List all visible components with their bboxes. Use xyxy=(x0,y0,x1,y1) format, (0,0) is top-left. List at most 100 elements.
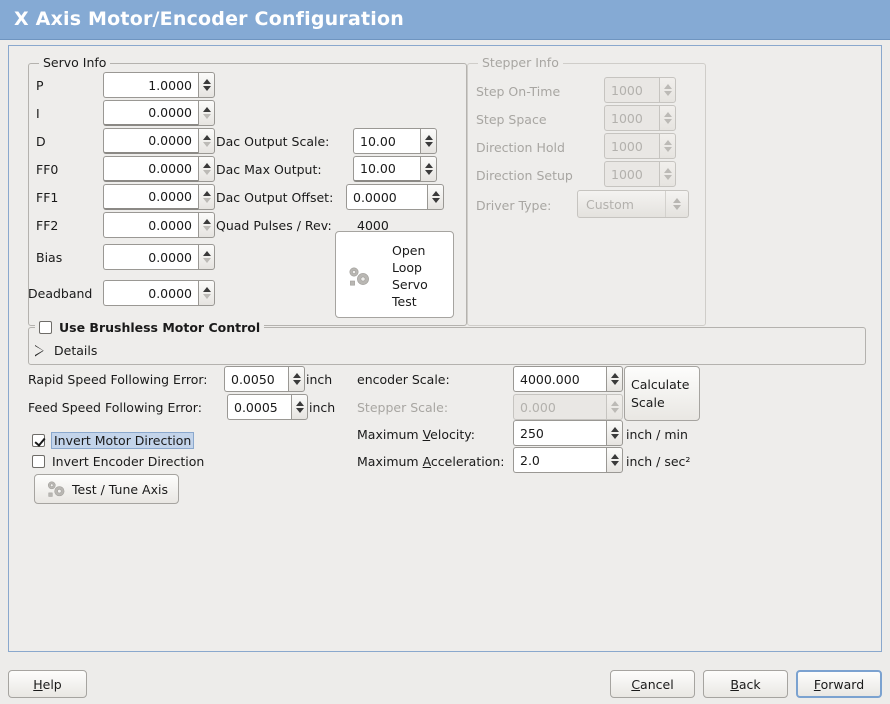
back-button[interactable]: Back xyxy=(703,670,788,698)
maximum-acceleration-spinner[interactable] xyxy=(606,447,623,473)
open-loop-line-3: Servo xyxy=(392,277,428,292)
stepper-info-legend: Stepper Info xyxy=(478,55,563,70)
dac-output-offset-input[interactable]: 0.0000 xyxy=(346,184,444,210)
servo-label-i: I xyxy=(36,106,40,121)
cancel-button[interactable]: Cancel xyxy=(610,670,695,698)
encoder-scale-input[interactable]: 4000.000 xyxy=(513,366,623,392)
servo-label-ff0: FF0 xyxy=(36,162,59,177)
servo-spinner-ff2[interactable] xyxy=(198,212,215,238)
step-on-time-value: 1000 xyxy=(604,77,659,103)
dac-output-offset-value[interactable]: 0.0000 xyxy=(346,184,427,210)
servo-value-d[interactable]: 0.0000 xyxy=(103,128,198,154)
dac-max-output-value[interactable]: 10.00 xyxy=(353,156,420,182)
maximum-velocity-label: Maximum Velocity: xyxy=(357,427,475,442)
servo-value-p[interactable]: 1.0000 xyxy=(103,72,198,98)
driver-type-value: Custom xyxy=(586,196,634,212)
test-tune-axis-button[interactable]: Test / Tune Axis xyxy=(34,474,179,504)
use-brushless-motor-control-label: Use Brushless Motor Control xyxy=(59,320,261,335)
dac-output-scale-spinner[interactable] xyxy=(420,128,437,154)
encoder-scale-value[interactable]: 4000.000 xyxy=(513,366,606,392)
maximum-velocity-input[interactable]: 250 xyxy=(513,420,623,446)
servo-input-i[interactable]: 0.0000 xyxy=(103,100,215,126)
servo-value-ff2[interactable]: 0.0000 xyxy=(103,212,198,238)
servo-spinner-d[interactable] xyxy=(198,128,215,154)
direction-setup-spinner xyxy=(659,161,676,187)
open-loop-servo-test-button[interactable]: Open Loop Servo Test xyxy=(335,231,454,318)
feed-following-error-value[interactable]: 0.0005 xyxy=(227,394,291,420)
max-velocity-label-post: elocity: xyxy=(430,427,475,442)
invert-encoder-direction-label: Invert Encoder Direction xyxy=(52,454,205,469)
dac-max-output-input[interactable]: 10.00 xyxy=(353,156,437,182)
calculate-scale-button[interactable]: Calculate Scale xyxy=(624,366,700,421)
max-accel-mnemonic: A xyxy=(422,454,431,469)
dac-output-scale-input[interactable]: 10.00 xyxy=(353,128,437,154)
max-accel-label-post: cceleration: xyxy=(430,454,505,469)
servo-input-bias[interactable]: 0.0000 xyxy=(103,244,215,270)
servo-value-ff0[interactable]: 0.0000 xyxy=(103,156,198,182)
max-accel-label-pre: Maximum xyxy=(357,454,423,469)
dac-max-output-spinner[interactable] xyxy=(420,156,437,182)
dac-output-scale-label: Dac Output Scale: xyxy=(216,134,330,149)
stepper-info-group: Stepper Info xyxy=(467,55,706,326)
use-brushless-motor-control-checkbox[interactable]: Use Brushless Motor Control xyxy=(35,320,265,335)
servo-spinner-i[interactable] xyxy=(198,100,215,126)
chevron-updown-icon xyxy=(665,191,688,217)
direction-hold-label: Direction Hold xyxy=(476,140,565,155)
checkbox-box[interactable] xyxy=(32,434,45,447)
rapid-following-error-value[interactable]: 0.0050 xyxy=(224,366,288,392)
help-button[interactable]: Help xyxy=(8,670,87,698)
back-button-label: Back xyxy=(730,677,760,692)
dac-output-scale-value[interactable]: 10.00 xyxy=(353,128,420,154)
maximum-velocity-spinner[interactable] xyxy=(606,420,623,446)
quad-pulses-label: Quad Pulses / Rev: xyxy=(216,218,332,233)
encoder-scale-spinner[interactable] xyxy=(606,366,623,392)
open-loop-line-1: Open xyxy=(392,243,426,258)
direction-hold-value: 1000 xyxy=(604,133,659,159)
servo-input-ff0[interactable]: 0.0000 xyxy=(103,156,215,182)
forward-button[interactable]: Forward xyxy=(796,670,882,698)
maximum-acceleration-input[interactable]: 2.0 xyxy=(513,447,623,473)
servo-value-ff1[interactable]: 0.0000 xyxy=(103,184,198,210)
checkbox-box[interactable] xyxy=(39,321,52,334)
servo-spinner-ff1[interactable] xyxy=(198,184,215,210)
servo-input-deadband[interactable]: 0.0000 xyxy=(103,280,215,306)
brushless-group xyxy=(28,327,866,365)
servo-input-d[interactable]: 0.0000 xyxy=(103,128,215,154)
maximum-velocity-value[interactable]: 250 xyxy=(513,420,606,446)
stepper-scale-label: Stepper Scale: xyxy=(357,400,449,415)
dac-output-offset-spinner[interactable] xyxy=(427,184,444,210)
cancel-mnemonic: C xyxy=(631,676,641,692)
feed-following-error-input[interactable]: 0.0005 xyxy=(227,394,308,420)
servo-spinner-p[interactable] xyxy=(198,72,215,98)
servo-value-i[interactable]: 0.0000 xyxy=(103,100,198,126)
maximum-acceleration-value[interactable]: 2.0 xyxy=(513,447,606,473)
quad-pulses-value: 4000 xyxy=(357,218,389,233)
servo-spinner-bias[interactable] xyxy=(198,244,215,270)
maximum-acceleration-label: Maximum Acceleration: xyxy=(357,454,504,469)
checkbox-box[interactable] xyxy=(32,455,45,468)
forward-button-label: Forward xyxy=(814,677,864,692)
servo-spinner-deadband[interactable] xyxy=(198,280,215,306)
servo-input-p[interactable]: 1.0000 xyxy=(103,72,215,98)
step-on-time-input: 1000 xyxy=(604,77,676,103)
invert-motor-direction-checkbox[interactable]: Invert Motor Direction xyxy=(32,432,195,449)
servo-label-d: D xyxy=(36,134,46,149)
direction-setup-input: 1000 xyxy=(604,161,676,187)
rapid-following-error-spinner[interactable] xyxy=(288,366,305,392)
help-mnemonic: H xyxy=(33,676,43,692)
details-expander[interactable]: Details xyxy=(35,343,97,358)
servo-value-deadband[interactable]: 0.0000 xyxy=(103,280,198,306)
servo-value-bias[interactable]: 0.0000 xyxy=(103,244,198,270)
feed-following-error-spinner[interactable] xyxy=(291,394,308,420)
rapid-following-error-input[interactable]: 0.0050 xyxy=(224,366,305,392)
servo-input-ff1[interactable]: 0.0000 xyxy=(103,184,215,210)
servo-label-ff2: FF2 xyxy=(36,218,59,233)
servo-label-bias: Bias xyxy=(36,250,63,265)
rapid-following-error-unit: inch xyxy=(306,372,333,387)
servo-input-ff2[interactable]: 0.0000 xyxy=(103,212,215,238)
main-panel: Servo Info P I D FF0 FF1 FF2 Bias Deadba… xyxy=(8,45,882,652)
invert-encoder-direction-checkbox[interactable]: Invert Encoder Direction xyxy=(32,454,204,469)
dac-max-output-label: Dac Max Output: xyxy=(216,162,322,177)
servo-spinner-ff0[interactable] xyxy=(198,156,215,182)
maximum-acceleration-unit: inch / sec² xyxy=(626,454,691,469)
